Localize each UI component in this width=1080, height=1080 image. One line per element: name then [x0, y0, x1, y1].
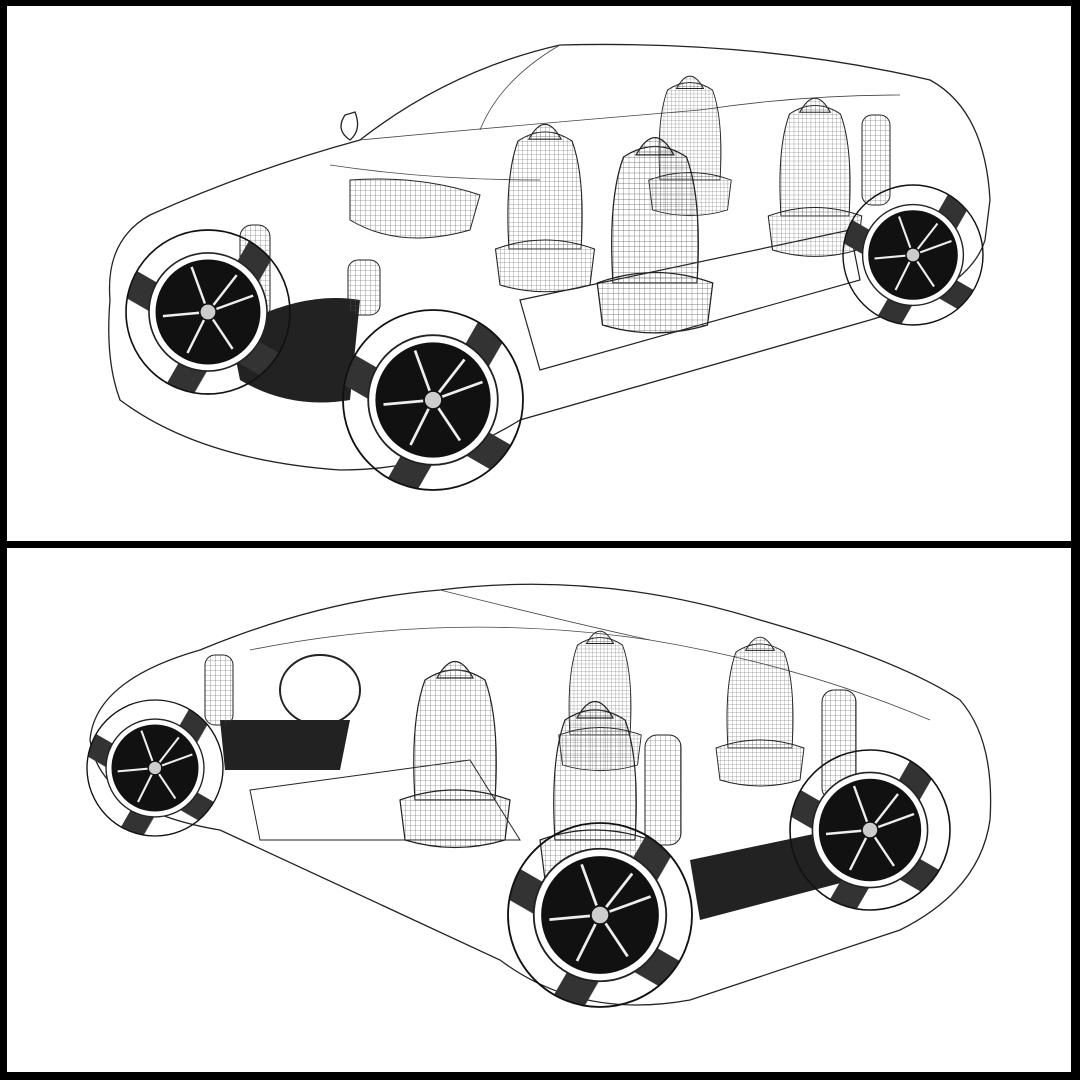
- side-mirror: [340, 111, 359, 141]
- front-strut: [204, 654, 234, 726]
- seat-rear-left: [494, 123, 596, 293]
- top-panel-car-front-view: [7, 6, 1071, 541]
- wheel-rear-right: [843, 185, 983, 325]
- bottom-panel-car-rear-view: [7, 548, 1071, 1072]
- wheel-rear-left: [508, 823, 692, 1007]
- front-strut-right: [347, 259, 381, 316]
- seat-rear-right: [715, 636, 805, 787]
- car-wireframe-rear: [7, 583, 992, 1072]
- wheel-rear-right: [790, 750, 950, 910]
- seat-front-left: [399, 660, 511, 849]
- wheel-front-left: [87, 700, 223, 836]
- rear-strut-left: [644, 734, 682, 846]
- car-wireframe-front: [7, 43, 1071, 541]
- wheel-front-left: [126, 230, 290, 394]
- car-body-outline: [108, 43, 991, 471]
- dashboard: [349, 178, 481, 239]
- front-motor: [220, 720, 350, 770]
- wheel-front-right: [343, 310, 523, 490]
- steering-wheel: [279, 654, 361, 726]
